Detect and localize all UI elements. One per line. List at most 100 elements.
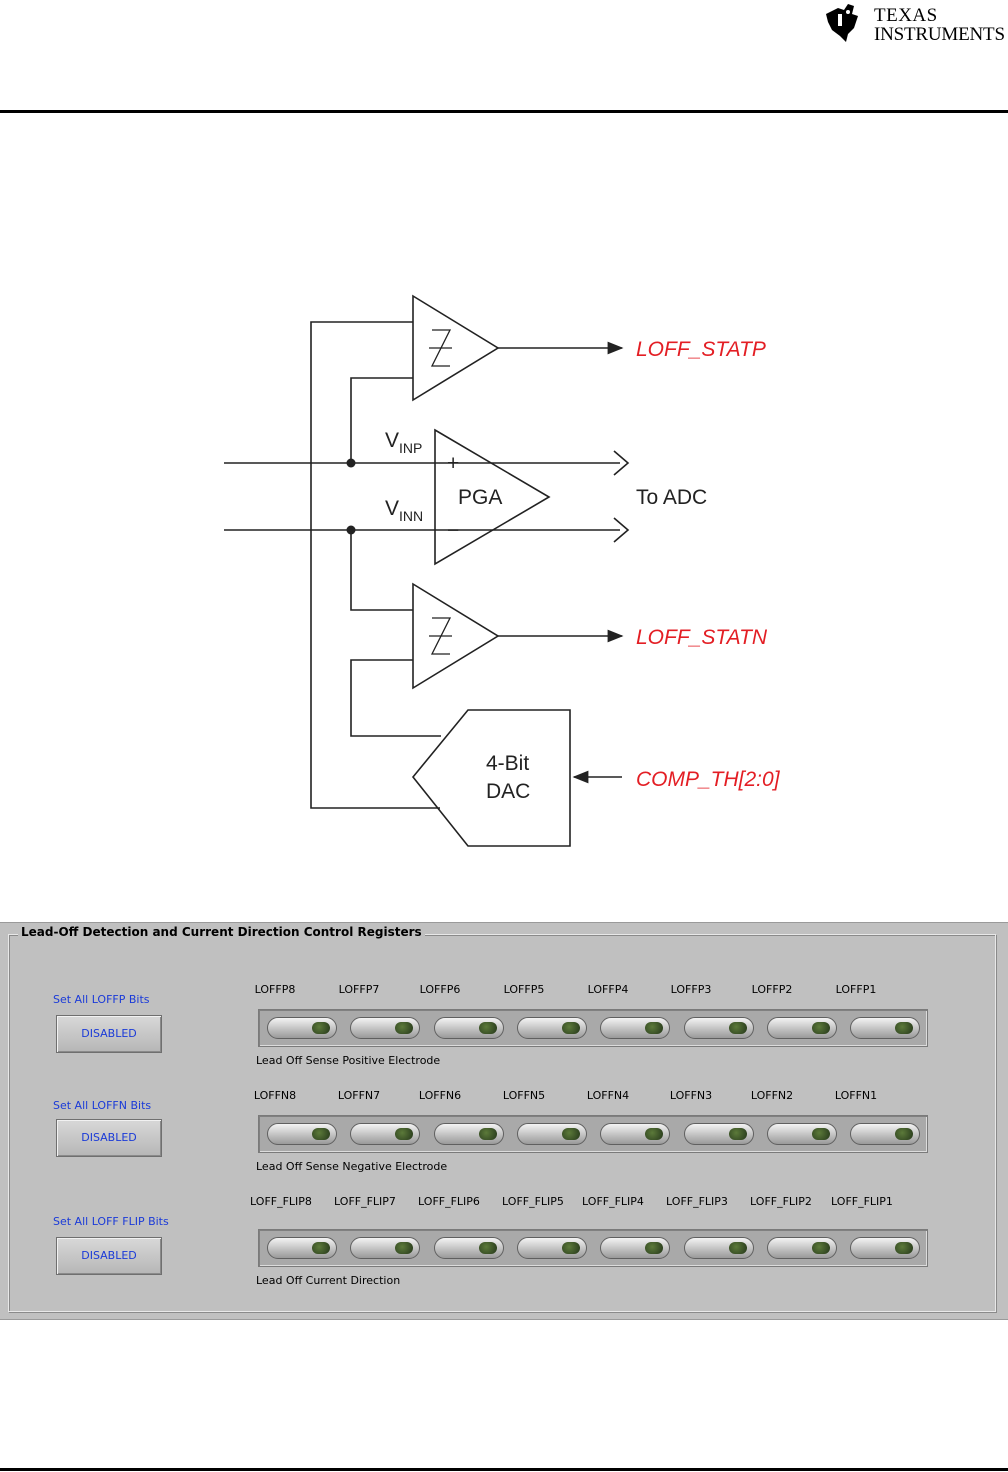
set-all-loffn-label: Set All LOFFN Bits [53,1099,152,1112]
loff-flip-toggle-8[interactable] [267,1237,337,1259]
bit-label-loffn4: LOFFN4 [586,1089,630,1102]
loffp-toggle-7[interactable] [350,1017,421,1039]
loffp-toggle-8[interactable] [267,1017,337,1039]
loff-flip-toggle-6[interactable] [433,1237,504,1259]
toggle-indicator-icon [478,1128,497,1140]
header-rule [0,110,1008,113]
loffn-toggle-6[interactable] [433,1123,504,1145]
toggle-indicator-icon [895,1022,914,1034]
bit-label-loffn8: LOFFN8 [253,1089,297,1102]
bit-label-loffn2: LOFFN2 [750,1089,794,1102]
bit-label-loff-flip5: LOFF_FLIP5 [502,1195,564,1208]
bit-label-loffn1: LOFFN1 [834,1089,878,1102]
loffn-toggle-5[interactable] [516,1123,587,1145]
lead-off-control-panel: Lead-Off Detection and Current Direction… [0,922,1008,1320]
bit-label-loffp2: LOFFP2 [751,983,793,996]
loffn-toggle-3[interactable] [683,1123,754,1145]
loff-flip-toggle-1[interactable] [850,1237,921,1259]
toggle-indicator-icon [561,1128,580,1140]
toggle-indicator-icon [811,1022,830,1034]
bit-label-loff-flip1: LOFF_FLIP1 [831,1195,893,1208]
vinn-label: VINN [385,497,423,524]
loffn-bit-bar [258,1115,928,1153]
toggle-indicator-icon [395,1128,414,1140]
loffp-toggle-2[interactable] [766,1017,837,1039]
loff-flip-toggle-5[interactable] [516,1237,587,1259]
bit-label-loff-flip2: LOFF_FLIP2 [750,1195,812,1208]
toggle-indicator-icon [645,1022,664,1034]
toggle-indicator-icon [312,1128,330,1140]
loffn-toggle-7[interactable] [350,1123,421,1145]
loff-flip-caption: Lead Off Current Direction [256,1274,401,1287]
loffp-toggle-5[interactable] [516,1017,587,1039]
footer-rule [0,1468,1008,1471]
toggle-indicator-icon [728,1022,747,1034]
ti-logo-icon [826,4,858,42]
group-box [8,934,996,1312]
dac-label-2: DAC [486,780,530,803]
loffn-toggle-8[interactable] [267,1123,337,1145]
bit-label-loff-flip8: LOFF_FLIP8 [250,1195,312,1208]
loff-flip-toggle-7[interactable] [350,1237,421,1259]
set-all-loffp-label: Set All LOFFP Bits [53,993,150,1006]
loffp-bit-bar [258,1009,928,1047]
loffn-caption: Lead Off Sense Negative Electrode [256,1160,448,1173]
comparator-bottom [412,582,500,690]
toggle-indicator-icon [395,1242,414,1254]
set-all-loff-flip-button[interactable]: DISABLED [56,1237,162,1275]
toggle-indicator-icon [312,1242,330,1254]
loffn-toggle-4[interactable] [600,1123,671,1145]
loffp-toggle-6[interactable] [433,1017,504,1039]
bit-label-loffp3: LOFFP3 [670,983,712,996]
loff-flip-toggle-3[interactable] [683,1237,754,1259]
bit-label-loff-flip6: LOFF_FLIP6 [418,1195,480,1208]
loffp-toggle-1[interactable] [850,1017,921,1039]
bit-label-loffp5: LOFFP5 [503,983,545,996]
bit-label-loffp4: LOFFP4 [587,983,629,996]
bit-label-loff-flip3: LOFF_FLIP3 [666,1195,728,1208]
loffn-toggle-2[interactable] [766,1123,837,1145]
comp-th-label: COMP_TH[2:0] [636,768,781,791]
dac-block [411,709,571,847]
vinp-label: VINP [385,429,422,456]
loff-flip-bit-bar [258,1229,928,1267]
bit-label-loff-flip7: LOFF_FLIP7 [334,1195,396,1208]
set-all-loffp-button[interactable]: DISABLED [56,1015,162,1053]
pga-plus: + [447,452,459,475]
toggle-indicator-icon [645,1128,664,1140]
loff-statn-label: LOFF_STATN [636,626,768,649]
bit-label-loffp1: LOFFP1 [835,983,877,996]
loffn-toggle-1[interactable] [850,1123,921,1145]
set-all-loff-flip-label: Set All LOFF FLIP Bits [53,1215,169,1228]
bit-label-loffp6: LOFFP6 [419,983,461,996]
toggle-indicator-icon [895,1128,914,1140]
toggle-indicator-icon [478,1242,497,1254]
logo-line-1: TEXAS [874,5,938,26]
bit-label-loffn6: LOFFN6 [418,1089,462,1102]
bit-label-loffn7: LOFFN7 [337,1089,381,1102]
toggle-indicator-icon [728,1242,747,1254]
bit-label-loffp8: LOFFP8 [254,983,296,996]
toggle-indicator-icon [561,1022,580,1034]
toggle-indicator-icon [811,1242,830,1254]
pga-label: PGA [458,486,502,509]
loff-flip-toggle-4[interactable] [600,1237,671,1259]
panel-title: Lead-Off Detection and Current Direction… [18,925,425,939]
toggle-indicator-icon [895,1242,914,1254]
loffp-toggle-4[interactable] [600,1017,671,1039]
bit-label-loffp7: LOFFP7 [338,983,380,996]
toggle-indicator-icon [395,1022,414,1034]
loff-flip-toggle-2[interactable] [766,1237,837,1259]
set-all-loffn-button[interactable]: DISABLED [56,1119,162,1157]
lead-off-comparator-diagram: LOFF_STATP LOFF_STATN COMP_TH[2:0] VINP … [224,294,781,847]
bit-label-loffn3: LOFFN3 [669,1089,713,1102]
dac-label-1: 4-Bit [486,752,529,775]
loffp-toggle-3[interactable] [683,1017,754,1039]
bit-label-loffn5: LOFFN5 [502,1089,546,1102]
loffp-caption: Lead Off Sense Positive Electrode [256,1054,441,1067]
toggle-indicator-icon [645,1242,664,1254]
ti-logo-text: TEXAS INSTRUMENTS [874,6,1005,44]
toggle-indicator-icon [561,1242,580,1254]
logo-line-2: INSTRUMENTS [874,24,1005,45]
pga-minus: − [447,519,459,542]
